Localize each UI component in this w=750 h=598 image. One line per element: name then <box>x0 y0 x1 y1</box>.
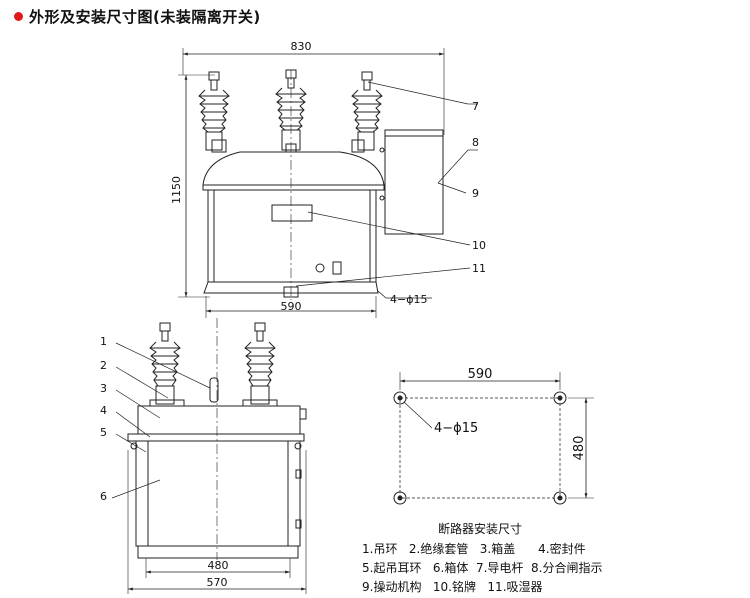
front-dim-height: 1150 <box>170 176 183 204</box>
side-dim-outer: 570 <box>207 576 228 589</box>
callout-6: 6 <box>100 490 107 503</box>
callout-10: 10 <box>472 239 486 252</box>
mounting-plan <box>393 372 594 505</box>
front-view <box>178 48 478 318</box>
callout-7: 7 <box>472 100 479 113</box>
callout-4: 4 <box>100 404 107 417</box>
legend-row-1: 1.吊环 2.绝缘套管 3.箱盖 4.密封件 <box>362 542 586 556</box>
side-view <box>111 318 307 594</box>
mount-dim-height: 480 <box>572 436 587 461</box>
bushing-left <box>198 71 230 153</box>
legend-row-3: 9.操动机构 10.铭牌 11.吸湿器 <box>362 580 543 594</box>
side-dim-inner: 480 <box>208 559 229 572</box>
callout-8: 8 <box>472 136 479 149</box>
callout-9: 9 <box>472 187 479 200</box>
front-dim-width: 830 <box>291 40 312 53</box>
callout-5: 5 <box>100 426 107 439</box>
front-hole-label: 4−ϕ15 <box>390 293 427 306</box>
front-dim-base: 590 <box>281 300 302 313</box>
page-title: 外形及安装尺寸图(未装隔离开关) <box>29 8 261 26</box>
title-row: 外形及安装尺寸图(未装隔离开关) <box>14 6 261 27</box>
callout-1: 1 <box>100 335 107 348</box>
callout-2: 2 <box>100 359 107 372</box>
red-bullet-icon <box>14 12 23 21</box>
side-bushing-left <box>149 322 185 407</box>
mount-dim-width: 590 <box>468 367 493 382</box>
mount-hole-label: 4−ϕ15 <box>434 421 478 436</box>
callout-3: 3 <box>100 382 107 395</box>
legend-title: 断路器安装尺寸 <box>438 522 523 536</box>
bushing-right <box>351 71 383 153</box>
callout-11: 11 <box>472 262 486 275</box>
side-bushing-right <box>242 322 278 407</box>
legend-row-2: 5.起吊耳环 6.箱体 7.导电杆 8.分合闸指示 <box>362 561 603 575</box>
